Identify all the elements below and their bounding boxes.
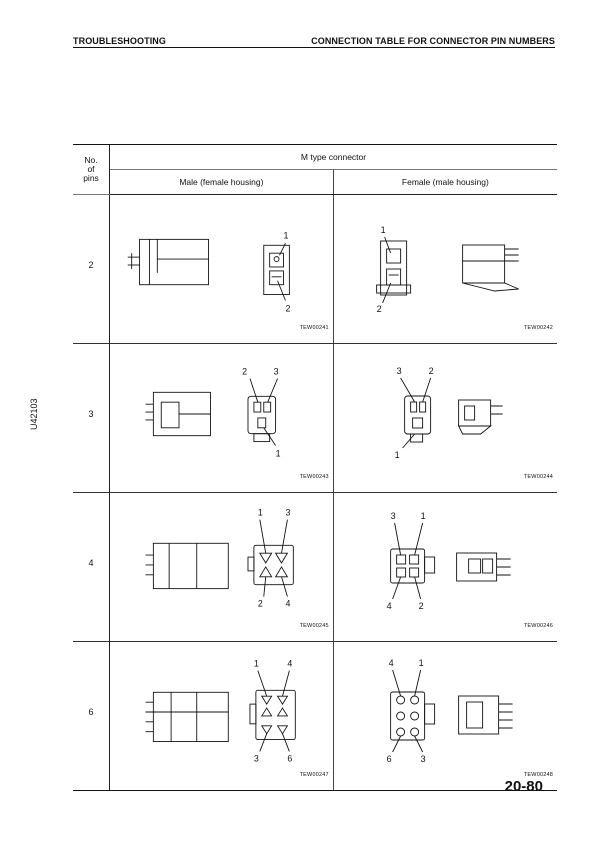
table-row-2-pins: 2 xyxy=(73,194,557,344)
figure-code: TEW00242 xyxy=(523,325,553,331)
document-code: U42103 xyxy=(29,398,39,430)
pin-count: 3 xyxy=(73,343,110,493)
header-rule xyxy=(73,47,555,48)
male-connector-cell: 2 3 1 TEW00243 xyxy=(109,343,334,493)
pin-label: 6 xyxy=(386,754,391,764)
figure-code: TEW00241 xyxy=(299,325,329,331)
figure-code: TEW00245 xyxy=(299,623,329,629)
connector-type-header: M type connector xyxy=(109,144,557,170)
figure-code: TEW00247 xyxy=(299,772,329,778)
pin-count: 4 xyxy=(73,492,110,642)
pin-label: 1 xyxy=(258,508,263,518)
figure-code: TEW00243 xyxy=(299,474,329,480)
female-connector-cell: 3 1 4 2 TEW00246 xyxy=(333,492,557,642)
pin-label: 2 xyxy=(258,598,263,608)
page-heading: CONNECTION TABLE FOR CONNECTOR PIN NUMBE… xyxy=(311,36,555,46)
male-2pin-connector-diagram: 1 2 xyxy=(127,230,290,313)
pin-label: 4 xyxy=(388,658,393,668)
page-number: 20-80 xyxy=(504,778,543,795)
pin-label: 3 xyxy=(390,511,395,521)
female-connector-cell: 3 2 1 TEW00244 xyxy=(333,343,557,493)
female-4pin-connector-diagram: 3 1 4 2 xyxy=(386,511,511,611)
male-3pin-connector-diagram: 2 3 1 xyxy=(145,367,281,458)
male-column-header: Male (female housing) xyxy=(109,169,334,195)
male-connector-cell: 1 4 3 6 TEW00247 xyxy=(109,641,334,791)
pins-header-line-1: No. xyxy=(84,155,98,165)
pins-header-line-2: of xyxy=(87,164,95,174)
female-3pin-connector-diagram: 3 2 1 xyxy=(394,366,503,460)
female-connector-cell: 1 2 TEW00242 xyxy=(333,194,557,344)
male-connector-cell: 1 3 2 4 TEW00245 xyxy=(109,492,334,642)
pins-header-line-3: pins xyxy=(83,173,99,183)
pin-label: 1 xyxy=(418,658,423,668)
pin-label: 1 xyxy=(254,659,259,669)
pin-label: 1 xyxy=(380,225,385,235)
pin-label: 1 xyxy=(283,230,288,240)
pin-label: 2 xyxy=(376,304,381,314)
male-6pin-connector-diagram: 1 4 3 6 xyxy=(145,659,296,763)
male-4pin-connector-diagram: 1 3 2 4 xyxy=(145,508,294,608)
figure-code: TEW00244 xyxy=(523,474,553,480)
pin-label: 4 xyxy=(287,659,292,669)
pin-label: 1 xyxy=(420,511,425,521)
pin-label: 2 xyxy=(418,601,423,611)
pin-count: 2 xyxy=(73,194,110,344)
pin-label: 2 xyxy=(285,303,290,313)
figure-code: TEW00246 xyxy=(523,623,553,629)
pin-label: 3 xyxy=(420,754,425,764)
pin-label: 3 xyxy=(285,508,290,518)
pin-label: 2 xyxy=(242,367,247,377)
female-column-header: Female (male housing) xyxy=(333,169,557,195)
table-row-3-pins: 3 xyxy=(73,343,557,493)
section-title: TROUBLESHOOTING xyxy=(73,36,166,46)
pin-label: 6 xyxy=(287,753,292,763)
pin-label: 2 xyxy=(428,366,433,376)
pin-label: 3 xyxy=(396,366,401,376)
pin-label: 1 xyxy=(394,450,399,460)
table-row-6-pins: 6 xyxy=(73,641,557,791)
female-connector-cell: 4 1 6 3 TEW00248 xyxy=(333,641,557,791)
figure-code: TEW00248 xyxy=(523,772,553,778)
pin-label: 3 xyxy=(274,367,279,377)
pins-column-header: No. of pins xyxy=(73,144,110,195)
pin-count: 6 xyxy=(73,641,110,791)
table-row-4-pins: 4 xyxy=(73,492,557,642)
pin-label: 4 xyxy=(386,601,391,611)
pin-label: 4 xyxy=(285,598,290,608)
pin-label: 1 xyxy=(276,448,281,458)
male-connector-cell: 1 2 TEW00241 xyxy=(109,194,334,344)
female-6pin-connector-diagram: 4 1 6 3 xyxy=(386,658,513,764)
connector-table: No. of pins M type connector Male (femal… xyxy=(73,144,557,791)
pin-label: 3 xyxy=(254,753,259,763)
female-2pin-connector-diagram: 1 2 xyxy=(375,225,519,314)
